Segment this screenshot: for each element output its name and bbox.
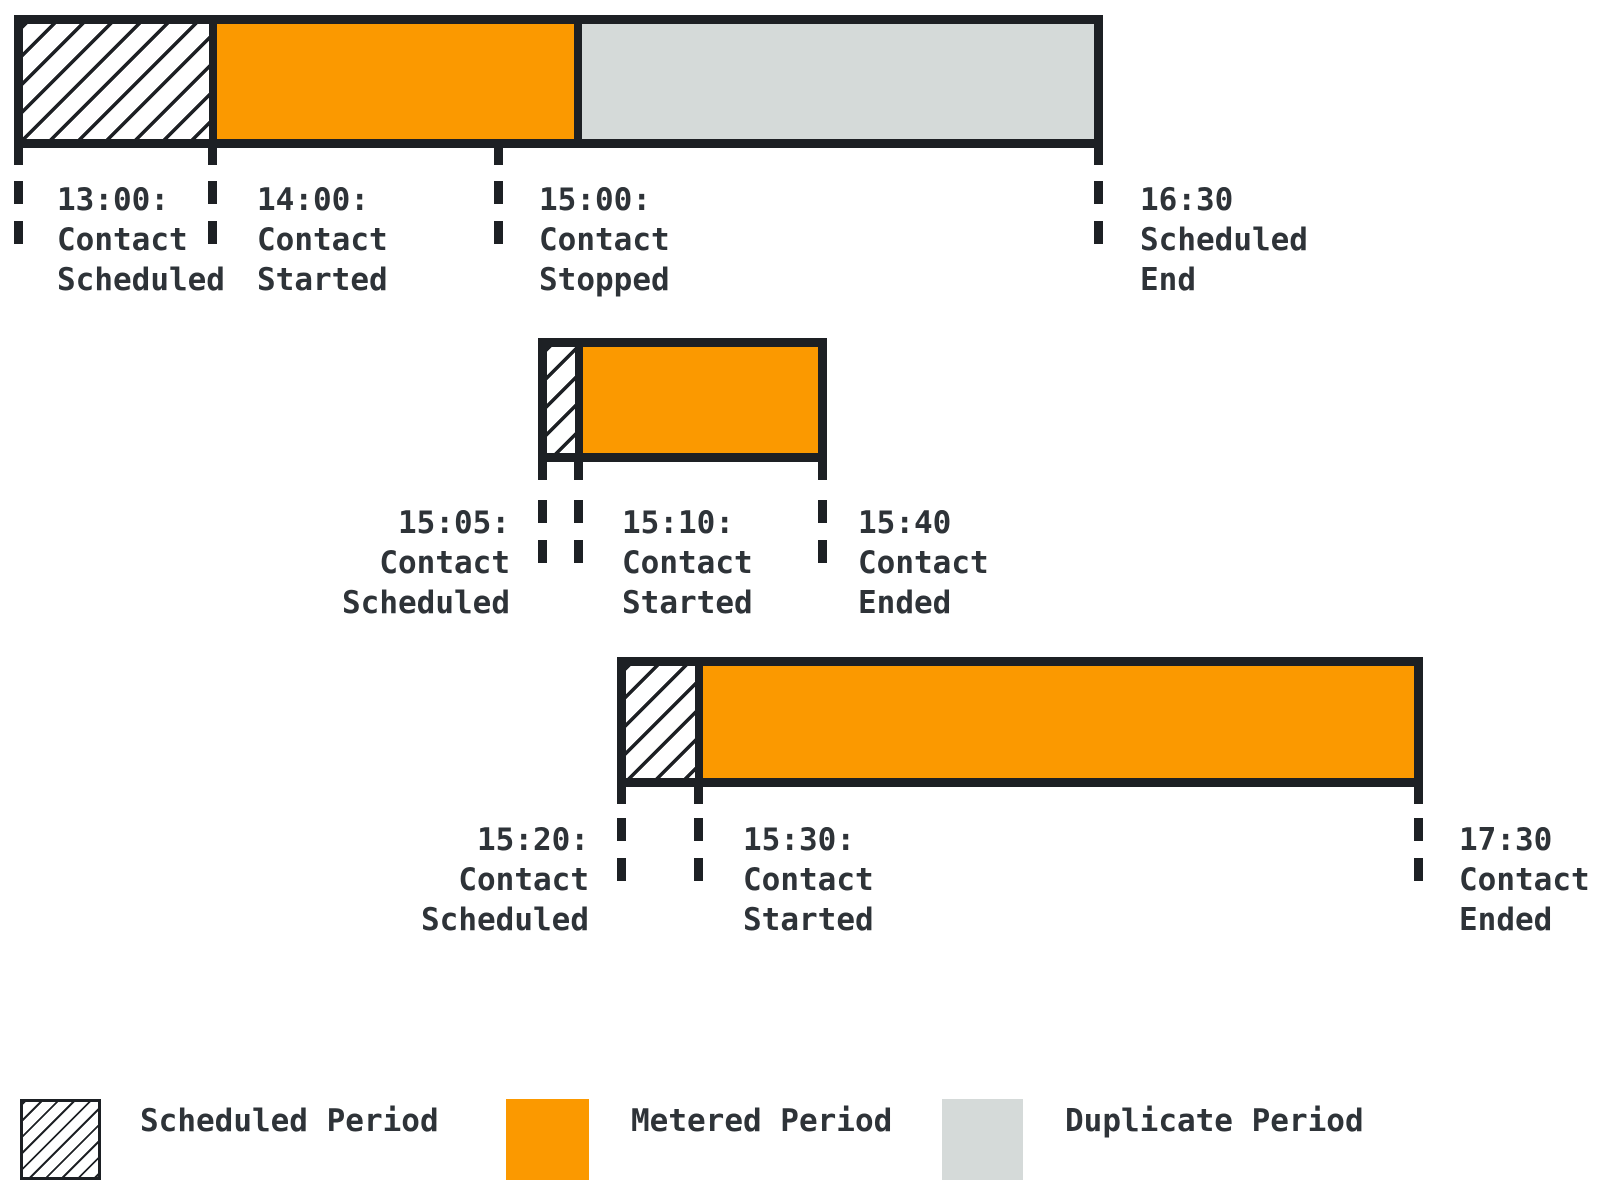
timeline-bar-3: [617, 657, 1423, 787]
marker-text: Contact: [57, 222, 188, 258]
dashed-tick: [574, 500, 583, 523]
legend-label-duplicate-period: Duplicate Period: [1065, 1103, 1364, 1139]
duplicate-period-segment: [582, 24, 1094, 139]
marker-time: 15:30:: [743, 822, 855, 858]
boundary-tick: [617, 787, 626, 804]
dashed-tick: [1414, 818, 1423, 841]
dashed-tick: [574, 540, 583, 563]
scheduled-period-segment: [626, 666, 695, 778]
dashed-tick: [694, 818, 703, 841]
scheduled-period-segment: [547, 347, 575, 453]
marker-time: 15:40: [858, 505, 952, 541]
dashed-tick: [1414, 858, 1423, 881]
dashed-tick: [208, 221, 217, 244]
marker-text: Contact: [379, 545, 510, 581]
marker-text: Started: [257, 262, 388, 298]
marker-text: End: [1140, 262, 1196, 298]
legend-swatch-duplicate-period: [942, 1099, 1023, 1180]
marker-text: Scheduled: [1140, 222, 1308, 258]
marker-time: 13:00:: [57, 182, 169, 218]
marker-text: Scheduled: [421, 902, 589, 938]
legend-label-scheduled-period: Scheduled Period: [140, 1103, 439, 1139]
boundary-tick: [818, 462, 827, 480]
marker-time: 15:00:: [539, 182, 651, 218]
timeline-bar-2: [538, 338, 827, 462]
timeline-bar-1: [14, 15, 1103, 148]
marker-time: 15:05:: [398, 505, 510, 541]
marker-text: Contact: [858, 545, 989, 581]
marker-label-contact-started-1530: 15:30: Contact Started: [743, 820, 874, 940]
marker-text: Stopped: [539, 262, 670, 298]
dashed-tick: [1094, 221, 1103, 244]
marker-text: Contact: [257, 222, 388, 258]
marker-text: Contact: [1459, 862, 1590, 898]
marker-time: 15:10:: [622, 505, 734, 541]
dashed-tick: [538, 500, 547, 523]
marker-label-contact-stopped-1500: 15:00: Contact Stopped: [539, 180, 670, 300]
marker-label-contact-scheduled-1505: 15:05: Contact Scheduled: [210, 503, 510, 623]
scheduled-period-segment: [23, 24, 209, 139]
marker-text: Scheduled: [342, 585, 510, 621]
dashed-tick: [694, 858, 703, 881]
metered-period-segment: [703, 666, 1414, 778]
segment-divider: [209, 24, 217, 139]
segment-divider: [695, 666, 703, 778]
marker-time: 15:20:: [477, 822, 589, 858]
marker-time: 14:00:: [257, 182, 369, 218]
metered-period-segment: [217, 24, 574, 139]
boundary-tick: [208, 148, 217, 165]
marker-label-contact-ended-1730: 17:30 Contact Ended: [1459, 820, 1590, 940]
legend-swatch-scheduled-period: [20, 1099, 101, 1180]
marker-label-contact-started-1510: 15:10: Contact Started: [622, 503, 753, 623]
dashed-tick: [14, 181, 23, 204]
marker-text: Contact: [622, 545, 753, 581]
boundary-tick: [694, 787, 703, 804]
marker-label-contact-ended-1540: 15:40 Contact Ended: [858, 503, 989, 623]
marker-text: Contact: [458, 862, 589, 898]
marker-label-contact-started-1400: 14:00: Contact Started: [257, 180, 388, 300]
dashed-tick: [538, 540, 547, 563]
segment-divider: [575, 347, 583, 453]
dashed-tick: [617, 858, 626, 881]
legend-swatch-metered-period: [506, 1099, 589, 1180]
boundary-tick: [1414, 787, 1423, 804]
dashed-tick: [617, 818, 626, 841]
dashed-tick: [1094, 181, 1103, 204]
metered-period-segment: [583, 347, 818, 453]
marker-text: Ended: [1459, 902, 1553, 938]
marker-text: Contact: [743, 862, 874, 898]
marker-time: 16:30: [1140, 182, 1234, 218]
boundary-tick: [1094, 148, 1103, 165]
marker-label-scheduled-end-1630: 16:30 Scheduled End: [1140, 180, 1308, 300]
boundary-tick: [538, 462, 547, 480]
marker-text: Started: [743, 902, 874, 938]
dashed-tick: [494, 181, 503, 204]
marker-label-contact-scheduled-1300: 13:00: Contact Scheduled: [57, 180, 225, 300]
dashed-tick: [14, 221, 23, 244]
boundary-tick: [14, 148, 23, 165]
dashed-tick: [208, 181, 217, 204]
dashed-tick: [818, 540, 827, 563]
marker-text: Ended: [858, 585, 952, 621]
legend-label-metered-period: Metered Period: [631, 1103, 893, 1139]
dashed-tick: [818, 500, 827, 523]
boundary-tick: [494, 148, 503, 165]
dashed-tick: [494, 221, 503, 244]
marker-text: Scheduled: [57, 262, 225, 298]
marker-label-contact-scheduled-1520: 15:20: Contact Scheduled: [289, 820, 589, 940]
marker-time: 17:30: [1459, 822, 1553, 858]
marker-text: Contact: [539, 222, 670, 258]
boundary-tick: [574, 462, 583, 480]
marker-text: Started: [622, 585, 753, 621]
segment-divider: [574, 24, 582, 139]
